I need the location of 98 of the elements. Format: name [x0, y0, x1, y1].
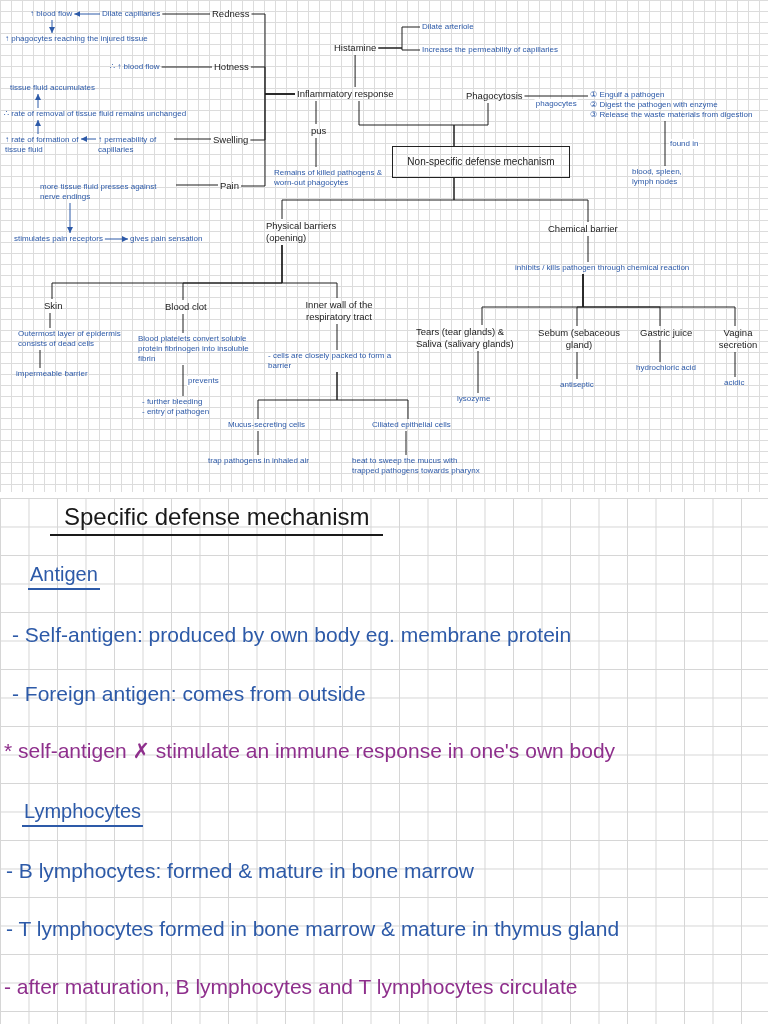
list-item: - further bleeding [142, 397, 204, 407]
note-text: ↑ phagocytes reaching the injured tissue [3, 33, 150, 45]
concept-label: Hotness [212, 60, 251, 74]
connector-line [315, 100, 317, 125]
subheading: Lymphocytes [22, 797, 144, 827]
note-line: - B lymphocytes: formed & mature in bone marrow [6, 858, 474, 884]
concept-label: Inner wall of the respiratory tract [296, 298, 382, 324]
concept-label: Sebum (sebaceous gland) [536, 326, 622, 352]
note-text: impermeable barrier [14, 368, 90, 380]
connector-line [182, 313, 184, 334]
note-text: Outermost layer of epidermis consists of dead cells [16, 328, 132, 350]
connector-line [734, 351, 736, 378]
concept-label: Histamine [332, 41, 379, 55]
note-line: - after maturation, B lymphocytes and T lymphocytes circulate [4, 974, 578, 1000]
connector-line [182, 364, 184, 397]
note-text: ↑ blood flow [28, 8, 75, 20]
arrow [67, 202, 73, 234]
connector-line [161, 13, 211, 15]
connector-line [257, 430, 259, 456]
concept-label: Vagina secretion [712, 326, 764, 352]
connector-line [336, 371, 409, 420]
note-text: antiseptic [558, 379, 596, 391]
connector-line [336, 323, 338, 351]
connector-line [582, 273, 736, 327]
note-text: tissue fluid accumulates [8, 82, 97, 94]
arrow [104, 236, 129, 242]
note-line: * self-antigen ✗ stimulate an immune response in one's own body [4, 738, 616, 764]
connector-line [453, 177, 589, 223]
connector-line [281, 244, 338, 299]
concept-label: Gastric juice [638, 326, 695, 340]
note-line: - Self-antigen: produced by own body eg. membrane protein [12, 622, 572, 648]
connector-line [453, 102, 489, 147]
note-text: beat to sweep the mucus with trapped pathogens towards pharynx [350, 455, 484, 477]
note-text: gives pain sensation [128, 233, 205, 245]
connector-line [405, 430, 407, 456]
concept-label: Chemical barrier [546, 222, 620, 236]
note-text: Blood platelets convert soluble protein fibrinogen into insoluble fibrin [136, 333, 260, 365]
concept-label: pus [309, 124, 329, 138]
note-text: more tissue fluid presses against nerve endings [38, 181, 176, 203]
connector-line [49, 312, 51, 329]
note-text: ↑ rate of formation of tissue fluid [3, 134, 81, 156]
section-heading: Specific defense mechanism [50, 500, 384, 536]
note-text: Dilate arteriole [420, 21, 476, 33]
connector-line [39, 349, 41, 369]
connector-line [524, 95, 589, 97]
connector-line [576, 351, 578, 380]
note-text: Mucus-secreting cells [226, 419, 307, 431]
concept-label: Tears (tear glands) & Saliva (salivary glands) [414, 325, 532, 351]
list-item: ① Engulf a pathogen [590, 90, 666, 100]
note-text: ∴ ↑ blood flow [108, 61, 162, 73]
concept-label: Phagocytosis [464, 89, 525, 103]
root-concept-box: Non-specific defense mechanism [392, 146, 570, 178]
connector-line [354, 54, 356, 88]
connector-line [175, 184, 219, 186]
note-text: Increase the permeability of capillaries [420, 44, 561, 56]
note-text: lysozyme [455, 393, 493, 405]
connector-line [377, 47, 421, 51]
connector-line [161, 66, 213, 68]
list-item: ② Digest the pathogen with enzyme [590, 100, 719, 110]
note-text: ∴ rate of removal of tissue fluid remains unchanged [2, 108, 189, 120]
arrow [80, 136, 97, 142]
connector-line [315, 137, 317, 168]
connector-line [587, 235, 589, 263]
list-item: - entry of pathogen [142, 407, 210, 417]
edge-label: found in [669, 138, 700, 149]
list-item: ③ Release the waste materials from digestion [590, 110, 753, 120]
concept-label: Pain [218, 179, 241, 193]
note-line: - T lymphocytes formed in bone marrow & mature in thymus gland [6, 916, 620, 942]
note-text: Remains of killed pathogens & worn-out phagocytes [272, 167, 392, 189]
note-text: trap pathogens in inhaled air [206, 455, 311, 467]
connector-line [240, 93, 296, 187]
note-text: ↑ permeability of capillaries [96, 134, 174, 156]
concept-label: Skin [42, 299, 65, 313]
edge-label: prevents [187, 375, 220, 386]
note-text: Ciliated epithelial cells [370, 419, 453, 431]
note-text: hydrochloric acid [634, 362, 699, 374]
arrow [49, 19, 55, 34]
arrow [73, 11, 101, 17]
note-text: inhibits / kills pathogen through chemical reaction [513, 262, 692, 274]
connector-line [664, 120, 666, 167]
connector-line [477, 350, 479, 394]
note-line: - Foreign antigen: comes from outside [12, 681, 366, 707]
note-text: Dilate capillaries [100, 8, 163, 20]
arrow [35, 119, 41, 135]
concept-label: Redness [210, 7, 252, 21]
note-text: blood, spleen, lymph nodes [630, 166, 690, 188]
note-text: acidic [722, 377, 747, 389]
concept-label: Blood clot [163, 300, 209, 314]
concept-label: Swelling [211, 133, 251, 147]
connector-line [173, 138, 212, 140]
arrow [35, 93, 41, 109]
subheading: Antigen [28, 560, 100, 590]
concept-label: Inflammatory response [295, 87, 396, 101]
edge-label: phagocytes [534, 99, 578, 109]
note-text: - cells are closely packed to form a barrier [266, 350, 400, 372]
note-text: stimulates pain receptors [12, 233, 105, 245]
connector-line [659, 339, 661, 363]
concept-label: Physical barriers (opening) [264, 219, 350, 245]
